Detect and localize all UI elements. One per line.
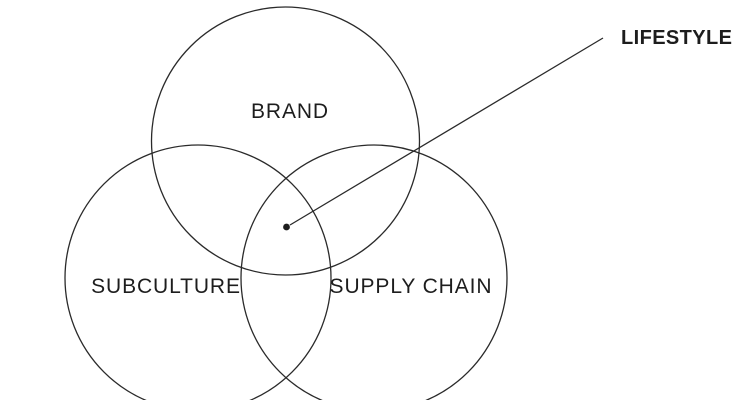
subculture-circle (64, 144, 332, 400)
lifestyle-label: LIFESTYLE (621, 27, 732, 49)
brand-label: BRAND (251, 100, 329, 123)
lifestyle-leader-line (289, 37, 604, 226)
supply-chain-circle (240, 144, 508, 400)
subculture-label: SUBCULTURE (91, 275, 241, 298)
brand-circle (150, 6, 421, 276)
supply-chain-label: SUPPLY CHAIN (330, 275, 493, 298)
lifestyle-anchor-dot (283, 223, 290, 231)
